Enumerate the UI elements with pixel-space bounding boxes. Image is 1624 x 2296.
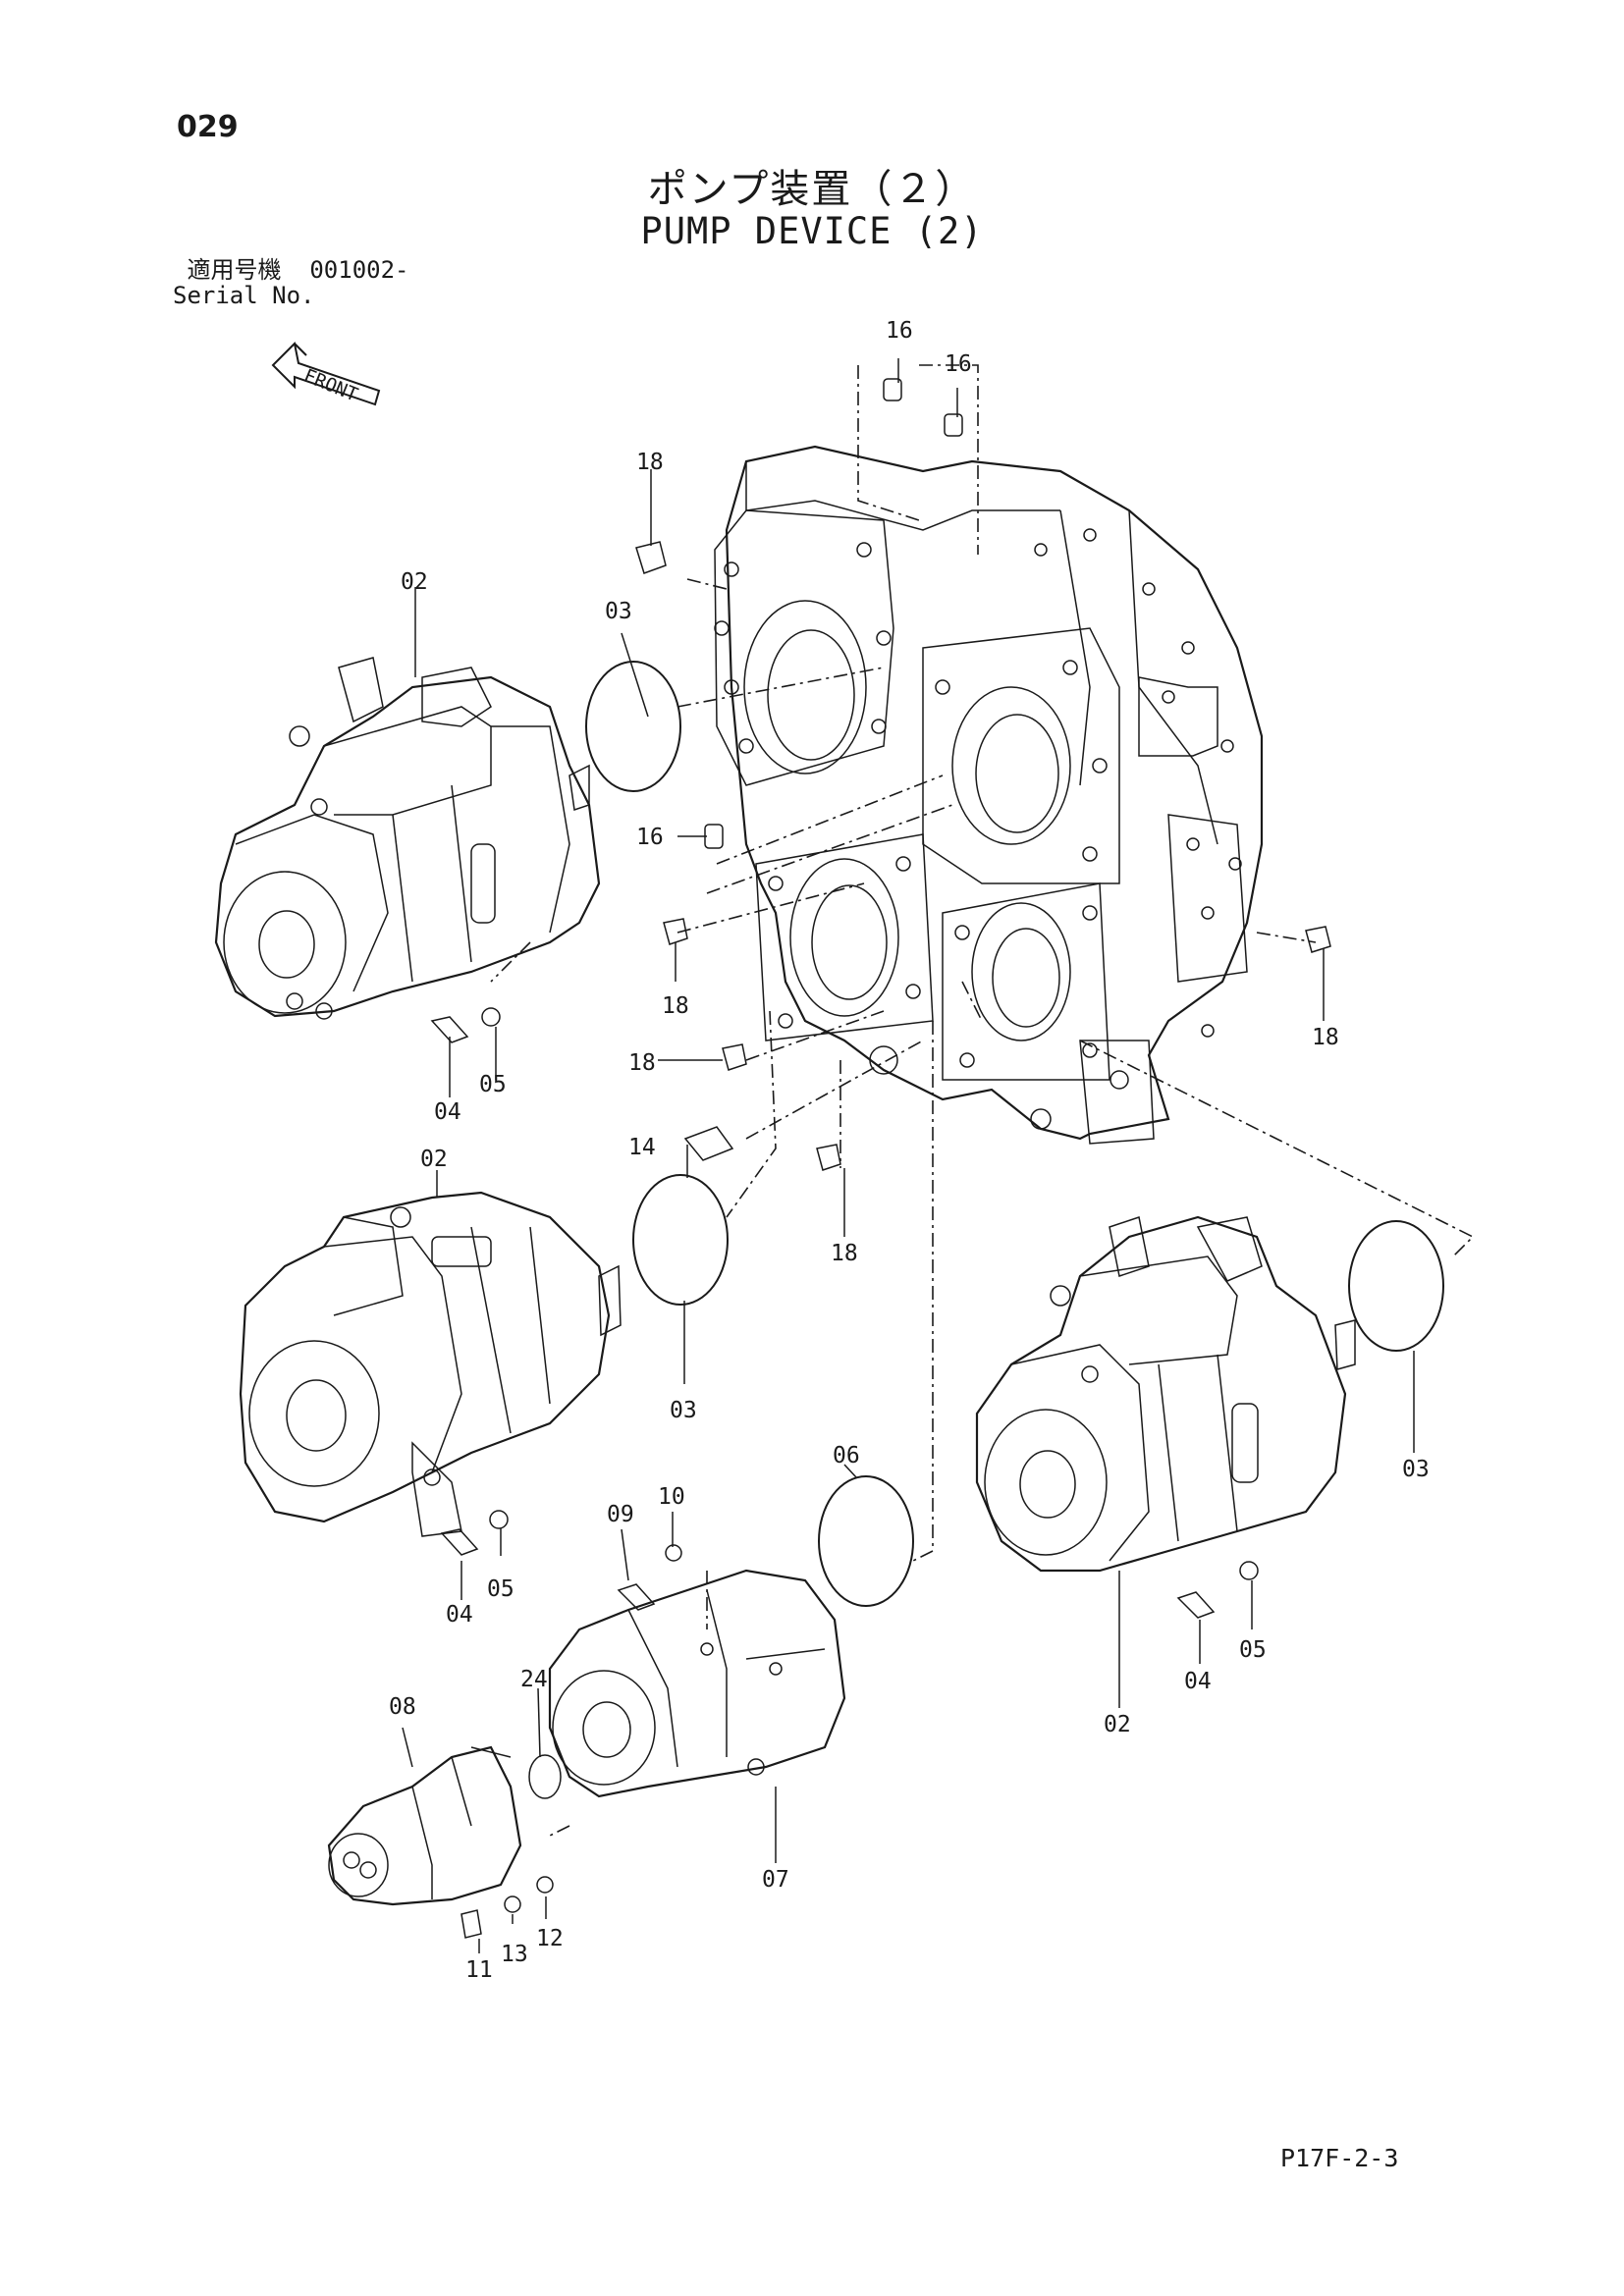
callout-16: 16 <box>886 318 913 344</box>
callout-02: 02 <box>420 1147 448 1172</box>
callout-11: 11 <box>465 1957 493 1983</box>
callout-14: 14 <box>628 1135 656 1160</box>
callout-16: 16 <box>945 351 972 377</box>
page-number: 029 <box>177 110 239 144</box>
callout-05: 05 <box>487 1576 514 1602</box>
callout-06: 06 <box>833 1443 860 1468</box>
callout-18: 18 <box>662 993 689 1019</box>
callout-13: 13 <box>501 1942 528 1967</box>
serial-value: 001002- <box>309 256 409 284</box>
gear-pump <box>327 1745 522 1906</box>
front-arrow-icon: FRONT <box>271 341 381 406</box>
title-japanese: ポンプ装置（２） <box>647 167 977 212</box>
callout-10: 10 <box>658 1484 685 1510</box>
main-pump-middle-left <box>239 1191 622 1537</box>
callout-16: 16 <box>636 825 664 850</box>
serial-block: 適用号機 001002- Serial No. <box>173 257 409 308</box>
callout-04: 04 <box>434 1099 461 1125</box>
callout-18: 18 <box>636 450 664 475</box>
title-english: PUMP DEVICE (2) <box>640 210 984 252</box>
serial-label-en: Serial No. <box>173 282 315 309</box>
o-ring-gear-pump <box>528 1754 562 1799</box>
serial-label-jp: 適用号機 <box>187 256 282 284</box>
callout-04: 04 <box>1184 1669 1212 1694</box>
leader-lines <box>402 358 1475 1953</box>
main-pump-right <box>975 1215 1356 1573</box>
o-ring-middle <box>632 1174 729 1306</box>
footer-code: P17F-2-3 <box>1280 2144 1399 2172</box>
callout-09: 09 <box>607 1502 634 1527</box>
callout-02: 02 <box>401 569 428 595</box>
callout-12: 12 <box>536 1926 564 1951</box>
callout-08: 08 <box>389 1694 416 1720</box>
callout-18: 18 <box>1312 1025 1339 1050</box>
callout-03: 03 <box>670 1398 697 1423</box>
pilot-pump-assembly <box>548 1569 846 1798</box>
callout-05: 05 <box>1239 1637 1267 1663</box>
callout-18: 18 <box>628 1050 656 1076</box>
callout-04: 04 <box>446 1602 473 1628</box>
front-label: FRONT <box>300 365 360 406</box>
callout-18: 18 <box>831 1241 858 1266</box>
callout-03: 03 <box>605 599 632 624</box>
pump-housing <box>714 445 1264 1145</box>
callout-24: 24 <box>520 1667 548 1692</box>
o-ring-right <box>1348 1220 1444 1352</box>
callout-07: 07 <box>762 1867 789 1893</box>
callout-02: 02 <box>1104 1712 1131 1737</box>
o-ring-upper <box>585 661 681 792</box>
main-pump-upper-left <box>214 657 601 1020</box>
callout-03: 03 <box>1402 1457 1430 1482</box>
callout-05: 05 <box>479 1072 507 1097</box>
o-ring-small <box>818 1475 914 1607</box>
serial-row-jp: 適用号機 001002- <box>173 256 409 284</box>
fittings <box>430 378 1331 1939</box>
